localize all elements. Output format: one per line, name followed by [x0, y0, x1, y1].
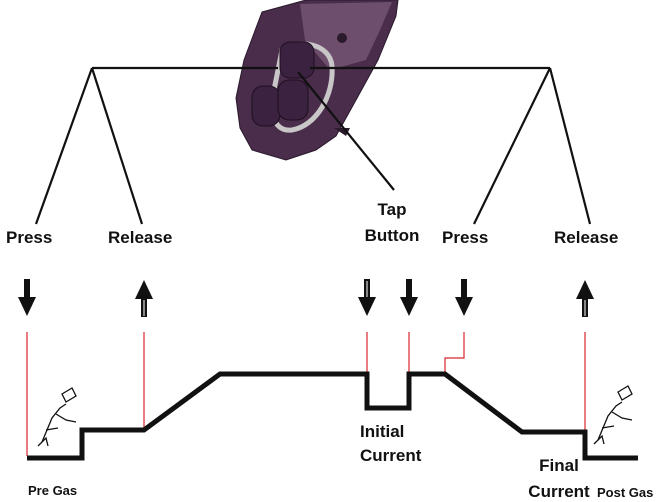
leader-to-release-left	[90, 67, 144, 225]
torch-handle-image	[235, 0, 399, 161]
press-left-label: Press	[6, 228, 53, 247]
tap-button-label: Tap Button	[352, 200, 432, 245]
final-current-label-line2: Current	[528, 481, 590, 501]
press-left-arrow-icon	[18, 279, 36, 316]
torch-lower-right-button	[277, 79, 309, 121]
tap-button-label-line2: Button	[364, 225, 420, 245]
leader-to-release-right	[548, 67, 592, 225]
marker-press-right	[444, 332, 465, 374]
leader-to-press-left	[34, 67, 94, 225]
pre-gas-label: Pre Gas	[28, 483, 78, 498]
tap-button-label-line1: Tap	[377, 200, 407, 219]
release-right-arrow-icon	[576, 280, 594, 317]
current-waveform	[27, 371, 638, 461]
press-right-label: Press	[442, 228, 489, 247]
pre-gas-torch-icon	[37, 387, 77, 447]
release-left-label: Release	[108, 228, 173, 247]
tap-arrow-2-icon	[400, 279, 418, 316]
initial-current-label: Initial Current	[360, 422, 421, 465]
torch-top-button	[279, 41, 315, 79]
arrows	[18, 279, 594, 317]
leader-lines	[34, 66, 592, 225]
initial-current-label-line1: Initial	[360, 422, 405, 441]
tap-arrow-icon	[358, 279, 376, 316]
release-right-label: Release	[554, 228, 619, 247]
torch-lower-left-button	[251, 85, 281, 127]
press-right-arrow-icon	[455, 279, 473, 316]
post-gas-label: Post Gas	[597, 485, 654, 500]
event-marker-lines	[26, 332, 586, 456]
final-current-label: Final Current	[524, 456, 594, 501]
leader-to-tap-button	[297, 71, 395, 191]
torch-screw	[337, 33, 347, 43]
release-left-arrow-icon	[135, 280, 153, 317]
final-current-label-line1: Final	[539, 456, 579, 475]
initial-current-label-line2: Current	[360, 445, 422, 465]
leader-to-press-right	[473, 67, 551, 225]
post-gas-torch-icon	[593, 385, 633, 445]
